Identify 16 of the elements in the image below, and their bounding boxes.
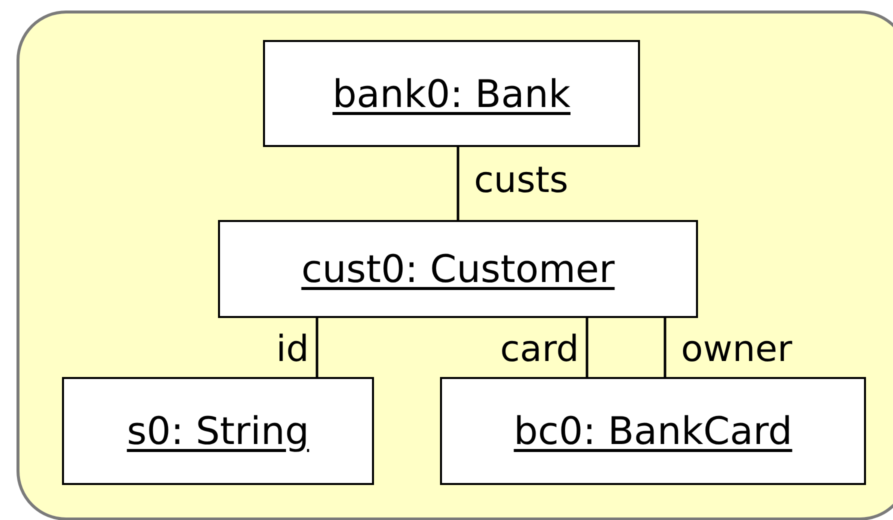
connector-line [456, 147, 460, 220]
connector-line [316, 318, 318, 377]
object-box [263, 40, 640, 147]
object-box [62, 377, 374, 485]
edge-label: custs [474, 163, 568, 199]
edge-label: owner [681, 332, 792, 368]
object-box [440, 377, 866, 485]
edge-label: id [276, 332, 309, 368]
object-box [218, 220, 698, 318]
connector-line [664, 318, 666, 377]
object-name: bank0: Bank [332, 72, 570, 116]
connector-line [586, 318, 588, 377]
object-name: s0: String [126, 409, 310, 453]
edge-label: card [500, 332, 579, 368]
object-name: cust0: Customer [301, 247, 615, 291]
object-name: bc0: BankCard [514, 409, 792, 453]
